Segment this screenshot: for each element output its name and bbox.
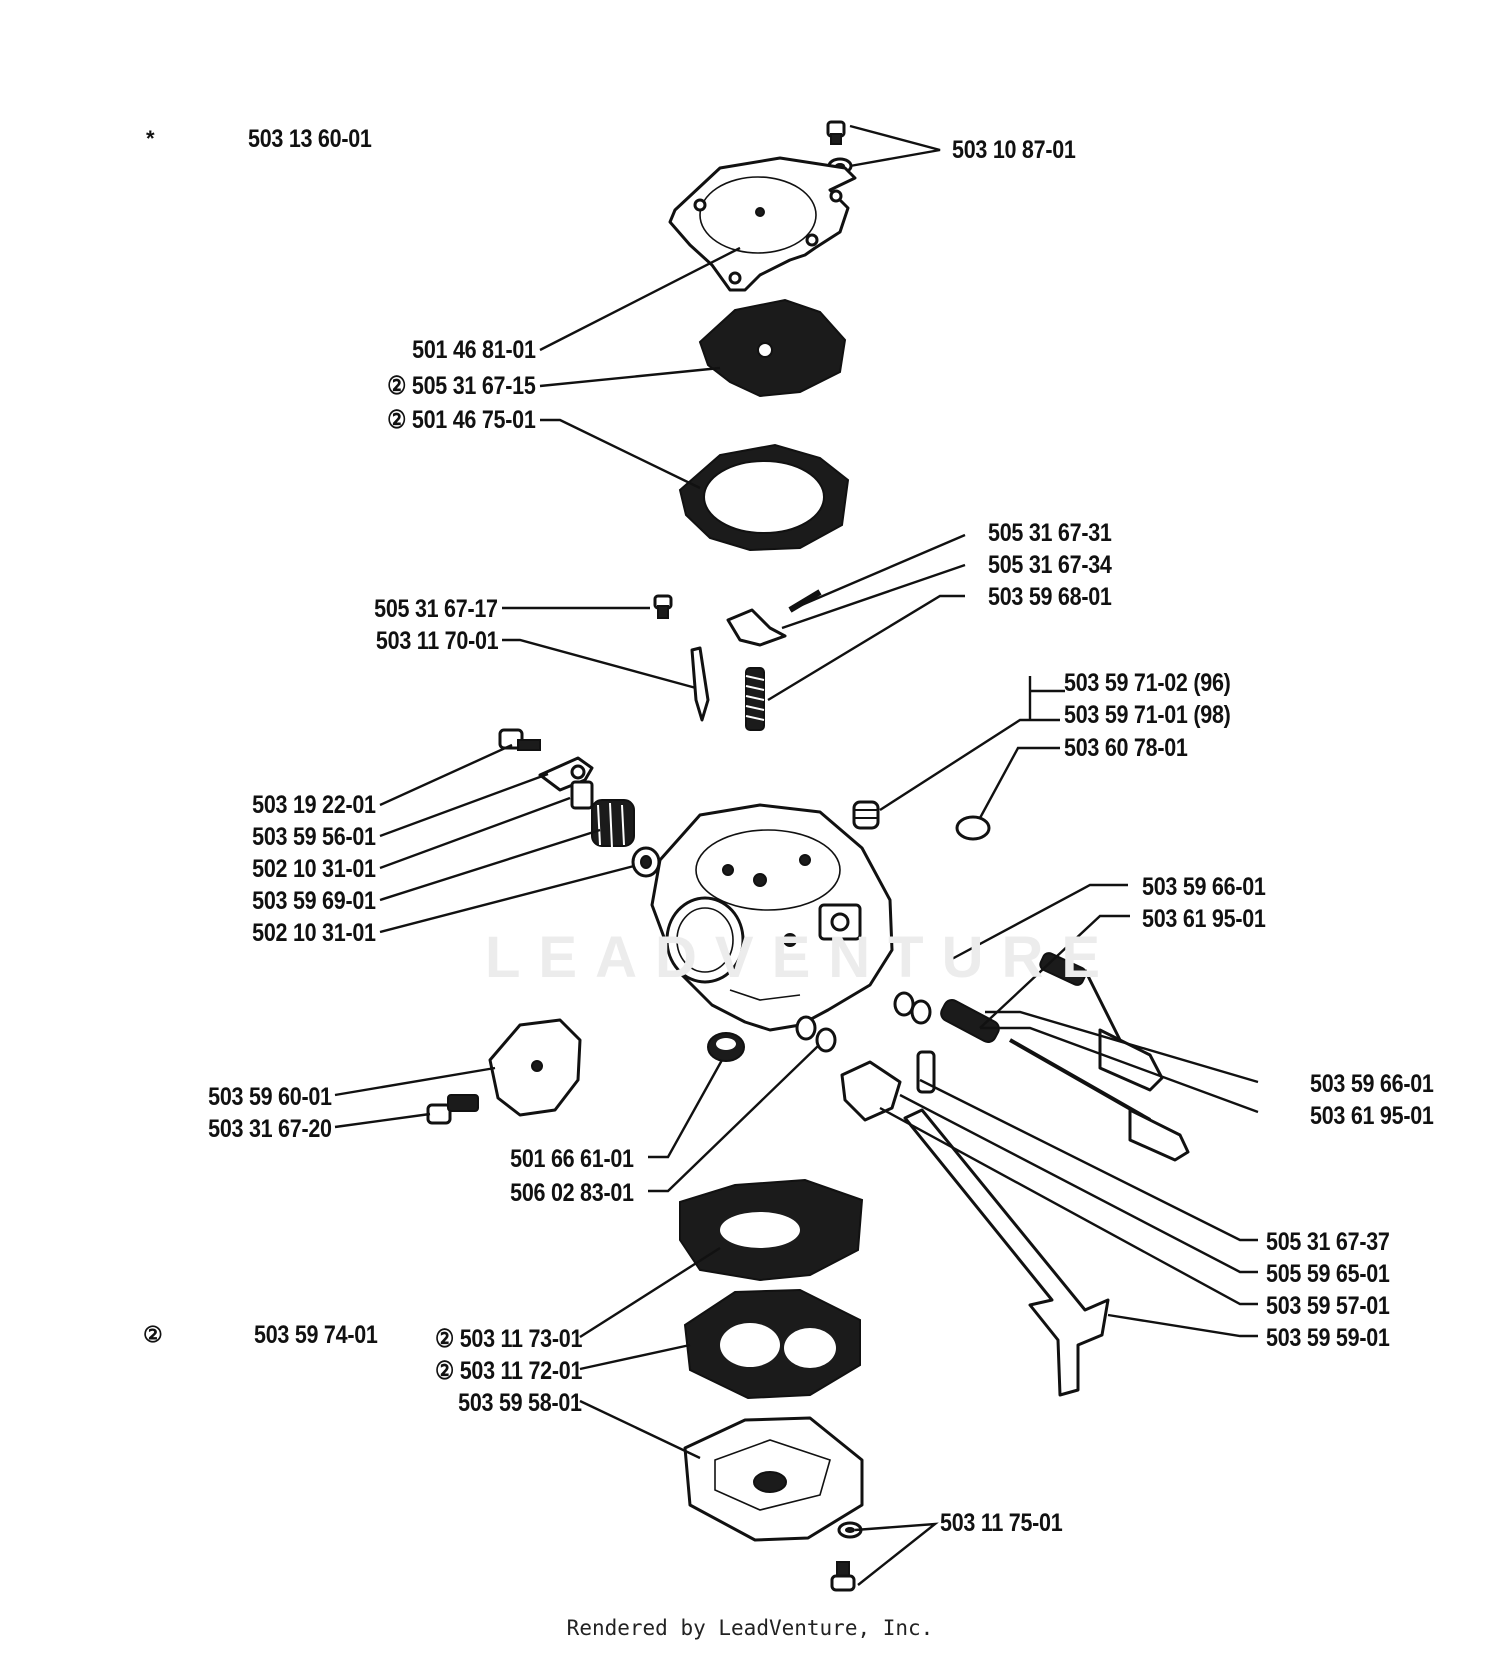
part-label: 503 59 66-01 [1142, 873, 1266, 901]
part-label: 503 11 70-01 [375, 627, 499, 655]
part-label: 503 61 95-01 [1142, 905, 1266, 933]
throttle-valve-screw-part [426, 1094, 479, 1125]
part-label: 503 31 67-20 [208, 1115, 332, 1143]
part-label: ② 505 31 67-15 [387, 372, 537, 400]
welch-plug-part [707, 1032, 745, 1062]
part-label: ② 503 11 72-01 [434, 1357, 582, 1385]
kit-marker: * [146, 126, 155, 151]
part-label: 503 59 71-01 (98) [1064, 701, 1231, 729]
watermark-text: LEADVENTURE [485, 925, 1119, 990]
part-label: 503 59 66-01 [1310, 1070, 1434, 1098]
high-speed-needle-part [1083, 969, 1164, 1092]
metering-diaphragm-part [679, 1178, 864, 1282]
part-label: 503 59 58-01 [458, 1389, 582, 1417]
part-label: 501 66 61-01 [510, 1145, 634, 1173]
part-label: 503 59 68-01 [988, 583, 1112, 611]
throttle-stop-screw-part [498, 728, 661, 878]
washer-part [795, 991, 932, 1053]
part-label: 503 19 22-01 [252, 791, 376, 819]
low-speed-needle-part [1009, 1038, 1190, 1162]
kit-part-number: 503 13 60-01 [248, 125, 372, 153]
footer-credit: Rendered by LeadVenture, Inc. [566, 1616, 934, 1640]
kit2-part-number: 503 59 74-01 [254, 1321, 378, 1349]
part-label: 503 61 95-01 [1310, 1102, 1434, 1130]
part-label: 503 59 60-01 [208, 1083, 332, 1111]
inlet-needle-part [690, 646, 710, 722]
part-label: 501 46 81-01 [412, 336, 536, 364]
main-jet-part [852, 800, 880, 830]
part-label: 503 60 78-01 [1064, 734, 1188, 762]
lever-screw-part [653, 594, 673, 619]
check-valve-part [955, 815, 991, 841]
part-label: 503 10 87-01 [952, 136, 1076, 164]
throttle-valve-part [488, 1018, 582, 1117]
part-label: 505 31 67-34 [988, 551, 1112, 579]
part-label: 505 31 67-17 [374, 595, 498, 623]
part-label: 505 31 67-37 [1266, 1228, 1390, 1256]
part-label: ② 501 46 75-01 [387, 406, 537, 434]
metering-gasket-part [683, 1288, 861, 1400]
part-label: 503 59 59-01 [1266, 1324, 1390, 1352]
metering-spring-part [745, 667, 765, 731]
part-label: ② 503 11 73-01 [434, 1325, 582, 1353]
part-label: 503 11 75-01 [940, 1509, 1063, 1537]
carburetor-body-part [650, 803, 894, 1032]
metering-cover-part [683, 1416, 864, 1542]
carburetor-cover-part [668, 156, 857, 292]
part-label: 502 10 31-01 [252, 855, 376, 883]
part-label: 503 59 56-01 [252, 823, 376, 851]
part-label: 503 59 69-01 [252, 887, 376, 915]
part-label: 505 59 65-01 [1266, 1260, 1390, 1288]
part-label: 503 59 57-01 [1266, 1292, 1390, 1320]
part-label: 503 59 71-02 (96) [1064, 669, 1231, 697]
bottom-screw-part [830, 1521, 863, 1592]
pump-diaphragm-part [698, 298, 847, 398]
part-label: 505 31 67-31 [988, 519, 1112, 547]
throttle-lever-part [840, 1050, 1110, 1397]
part-label: 506 02 83-01 [510, 1179, 634, 1207]
pump-gasket-part [678, 443, 850, 552]
part-label: 502 10 31-01 [252, 919, 376, 947]
leader-lines [334, 124, 1259, 1586]
kit2-marker: ② [143, 1322, 163, 1347]
